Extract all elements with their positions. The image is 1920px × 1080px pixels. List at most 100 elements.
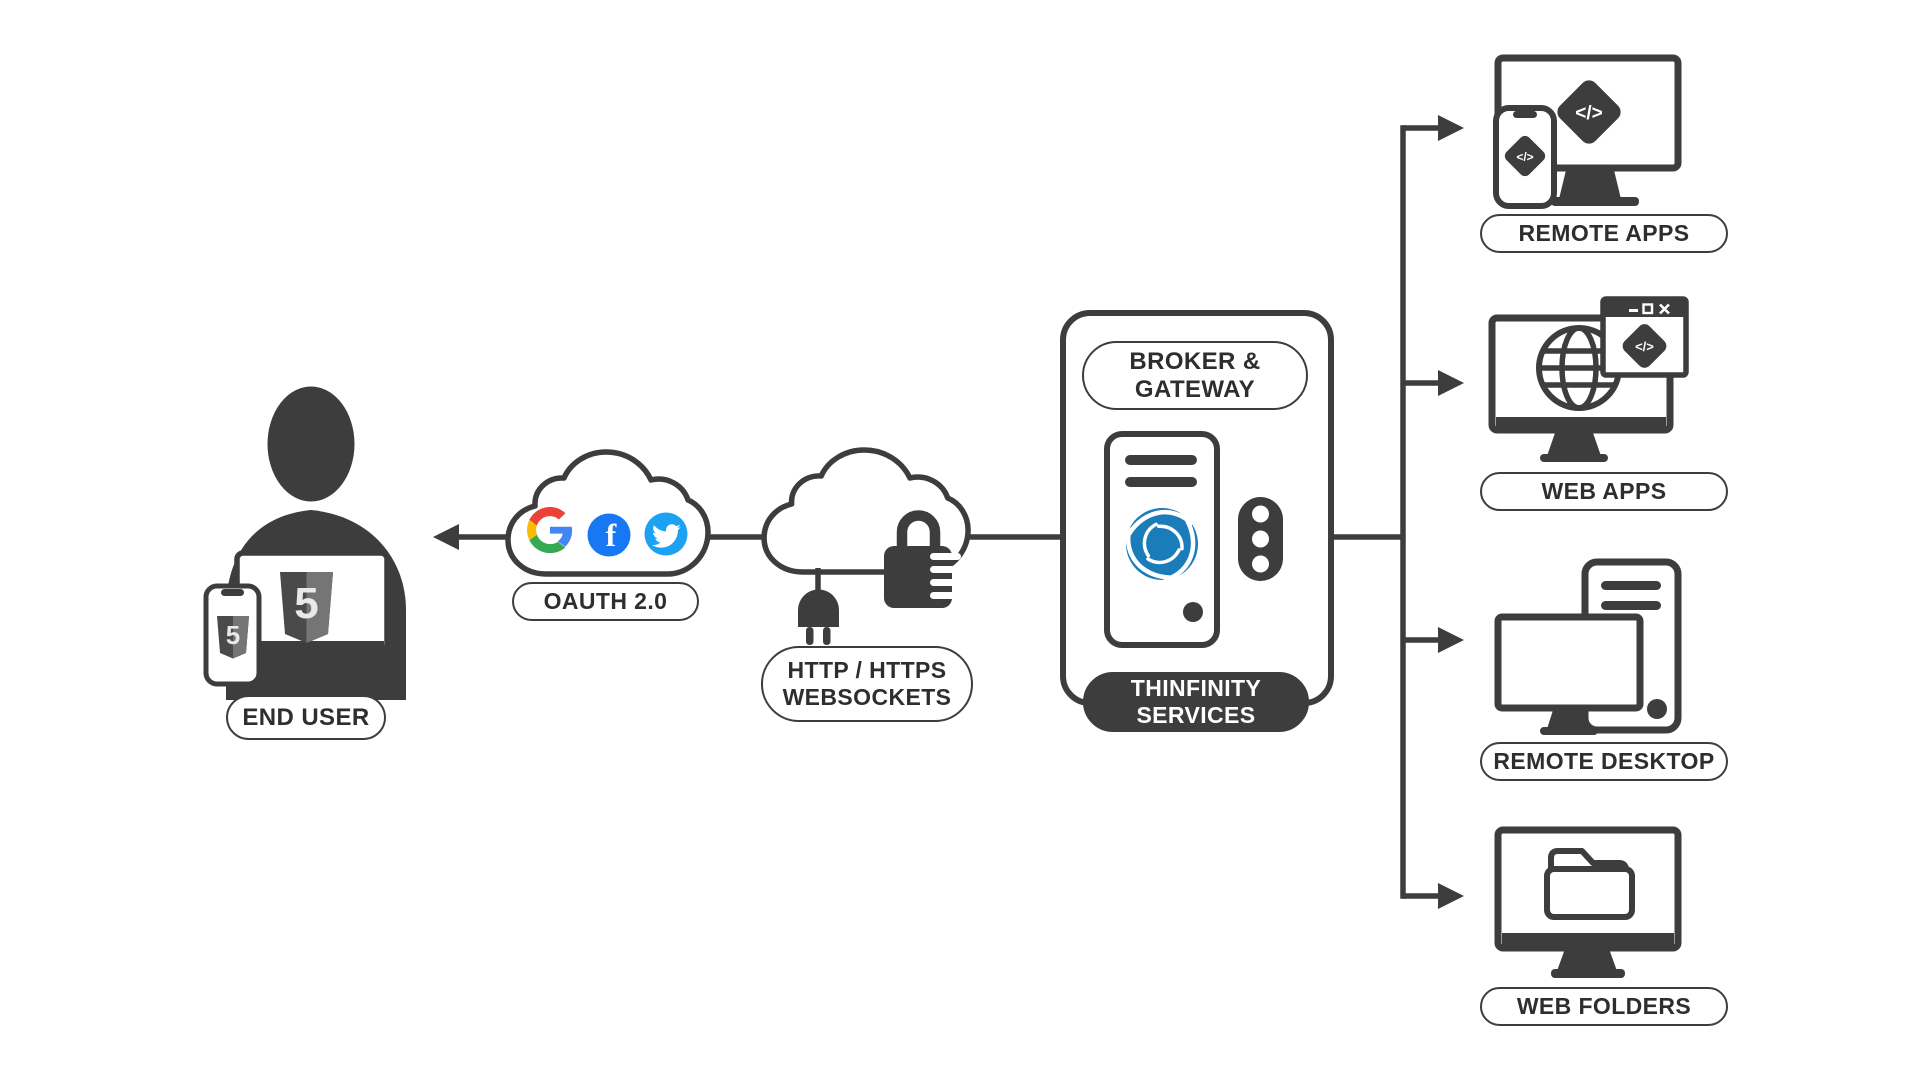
- arrowhead-to-user: [433, 524, 459, 550]
- lock-shackle: [896, 510, 941, 549]
- tower-slot: [1601, 601, 1661, 610]
- label-line1: THINFINITY: [1130, 675, 1262, 702]
- light: [1252, 530, 1269, 548]
- monitor-base: [1551, 197, 1639, 206]
- browser-window-icon: </>: [1600, 296, 1689, 378]
- code-diamond-icon: [1557, 80, 1621, 144]
- plug-body: [798, 589, 839, 627]
- monitor-stand: [1547, 430, 1601, 456]
- google-g-blue: [550, 526, 573, 547]
- end-user-label: END USER: [226, 695, 386, 740]
- oauth-label: OAUTH 2.0: [512, 582, 699, 621]
- code-glyph: </>: [1516, 150, 1533, 164]
- shield-five: 5: [226, 620, 240, 650]
- monitor-base: [1551, 969, 1625, 978]
- person-head: [260, 379, 362, 509]
- label-text: REMOTE APPS: [1518, 220, 1690, 247]
- label-line1: HTTP / HTTPS: [787, 657, 947, 684]
- web-folders-label: WEB FOLDERS: [1480, 987, 1728, 1026]
- html5-shield-icon: 5: [280, 572, 333, 643]
- tower-power-dot: [1647, 699, 1667, 719]
- light: [1252, 555, 1269, 573]
- plug-prong: [806, 627, 814, 645]
- remote-apps-label: REMOTE APPS: [1480, 214, 1728, 253]
- web-apps-label: WEB APPS: [1480, 472, 1728, 511]
- label-text: WEB FOLDERS: [1516, 993, 1692, 1020]
- plug-prong: [823, 627, 831, 645]
- lock-grip: [930, 579, 961, 586]
- remote-desktop-icon: [1494, 558, 1682, 735]
- label-text: OAUTH 2.0: [543, 588, 668, 615]
- transport-cloud: [764, 450, 968, 645]
- lock-grip: [930, 553, 961, 560]
- close-icon: [1659, 303, 1670, 315]
- arrowhead-web-apps: [1438, 370, 1464, 396]
- tower-slot: [1601, 581, 1661, 590]
- monitor-stand: [1559, 166, 1621, 199]
- remote-apps-icon: </> </>: [1493, 54, 1682, 209]
- arrowhead-remote-apps: [1438, 115, 1464, 141]
- label-text: REMOTE DESKTOP: [1493, 748, 1715, 775]
- facebook-circle: [587, 513, 631, 557]
- label-line2: GATEWAY: [1134, 375, 1256, 403]
- user-monitor-stand: [293, 658, 335, 679]
- label-line1: BROKER &: [1129, 347, 1261, 375]
- end-user-icon: 5 5: [203, 379, 406, 700]
- google-icon: [527, 507, 573, 554]
- label-text: END USER: [242, 703, 370, 731]
- google-g-yellow: [527, 519, 537, 541]
- web-apps-icon: </>: [1488, 296, 1689, 462]
- html5-shield-small-icon: 5: [217, 616, 249, 659]
- transport-label: HTTP / HTTPS WEBSOCKETS: [761, 646, 973, 722]
- code-glyph: </>: [1575, 103, 1602, 124]
- server-slot: [1125, 477, 1197, 487]
- user-phone-notch: [221, 589, 244, 596]
- monitor-base: [1540, 727, 1598, 735]
- logo-swirl-inner: [1156, 524, 1184, 551]
- lock-grip: [930, 592, 961, 599]
- code-diamond-icon: [1622, 324, 1667, 368]
- server-slot: [1125, 455, 1197, 465]
- lock-icon: [884, 510, 961, 608]
- monitor-base: [1540, 454, 1608, 462]
- monitor-stand: [1547, 707, 1591, 729]
- google-g-red: [529, 507, 566, 526]
- arrowhead-web-folders: [1438, 883, 1464, 909]
- branch-arms: [1403, 125, 1440, 899]
- twitter-icon: [644, 512, 688, 556]
- shield-highlight: [306, 572, 333, 643]
- twitter-bird: [652, 524, 681, 548]
- lock-grip: [930, 566, 961, 573]
- logo-sphere: [1126, 508, 1198, 580]
- monitor: [1494, 613, 1644, 712]
- light: [1252, 505, 1269, 523]
- monitor-bar: [1502, 933, 1674, 946]
- logo-swirl: [1126, 509, 1194, 537]
- plug-icon: [798, 568, 839, 645]
- monitor-bar: [1496, 417, 1666, 430]
- server-lights: [1238, 497, 1283, 581]
- code-diamond-small-icon: [1504, 135, 1546, 177]
- web-folders-icon: [1494, 826, 1682, 978]
- thinfinity-logo: [1125, 508, 1198, 582]
- arrowhead-remote-desktop: [1438, 627, 1464, 653]
- user-monitor-bar: [240, 641, 384, 658]
- maximize-icon: [1642, 303, 1654, 315]
- logo-swirl: [1125, 527, 1173, 580]
- google-g-green: [529, 534, 566, 554]
- folder-icon: [1544, 848, 1635, 920]
- diamond: [1622, 324, 1667, 368]
- logo-swirl: [1163, 518, 1196, 582]
- facebook-icon: f: [587, 513, 631, 557]
- thinfinity-services-label: THINFINITY SERVICES: [1083, 672, 1309, 732]
- phone-notch: [1513, 111, 1537, 118]
- broker-gateway-box: [1060, 310, 1334, 706]
- logo-swirl-inner: [1146, 548, 1181, 565]
- diamond: [1504, 135, 1546, 177]
- monitor-stand: [1557, 946, 1617, 971]
- server-power-dot: [1183, 602, 1203, 622]
- label-line2: WEBSOCKETS: [782, 684, 952, 710]
- label-line2: SERVICES: [1136, 702, 1256, 728]
